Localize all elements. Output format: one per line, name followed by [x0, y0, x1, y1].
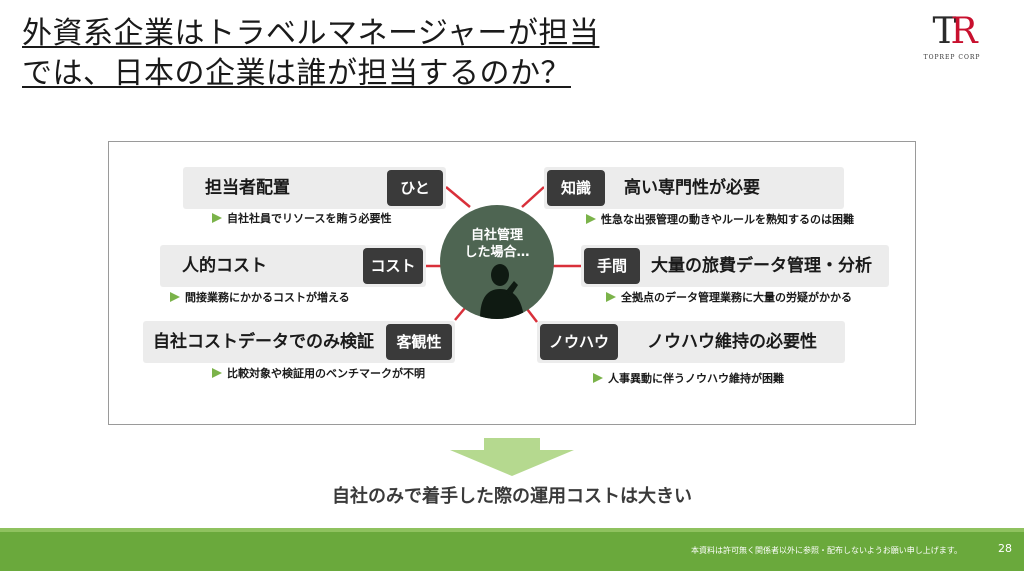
item-tag: コスト	[363, 248, 423, 284]
item-knowhow: ノウハウ ノウハウ維持の必要性	[537, 321, 845, 363]
item-note-jinteki-cost: 間接業務にかかるコストが増える	[170, 291, 350, 305]
item-chishiki: 知識 高い専門性が必要	[544, 167, 844, 209]
item-label: 担当者配置	[205, 178, 290, 198]
footer-highlight	[0, 528, 1024, 532]
page-number: 28	[998, 542, 1012, 555]
item-tag: ひと	[387, 170, 443, 206]
item-tag: 知識	[547, 170, 605, 206]
item-note-tema: 全拠点のデータ管理業務に大量の労疑がかかる	[606, 291, 852, 305]
item-tag: 客観性	[386, 324, 452, 360]
thinking-person-icon	[480, 264, 524, 319]
footer-disclaimer: 本資料は許可無く関係者以外に参照・配布しないようお願い申し上げます。	[690, 546, 962, 555]
item-tema: 手間 大量の旅費データ管理・分析	[581, 245, 889, 287]
item-label: 自社コストデータでのみ検証	[153, 332, 374, 352]
item-label: ノウハウ維持の必要性	[647, 332, 817, 352]
arrow-right-icon	[212, 368, 222, 378]
item-label: 高い専門性が必要	[624, 178, 760, 198]
item-label: 大量の旅費データ管理・分析	[651, 256, 872, 276]
footer-bar: 本資料は許可無く関係者以外に参照・配布しないようお願い申し上げます。 28	[0, 528, 1024, 571]
conclusion-text: 自社のみで着手した際の運用コストは大きい	[332, 486, 692, 507]
center-text-line-2: した場合…	[464, 245, 530, 260]
arrow-right-icon	[170, 292, 180, 302]
arrow-right-icon	[606, 292, 616, 302]
item-tag: 手間	[584, 248, 640, 284]
slide-title-line-2: では、日本の企業は誰が担当するのか？	[22, 56, 571, 91]
logo-caption: TOPREP CORP	[923, 54, 981, 61]
item-tag: ノウハウ	[540, 324, 618, 360]
arrow-right-icon	[593, 373, 603, 383]
company-logo: TR TOPREP CORP	[922, 12, 982, 72]
item-label: 人的コスト	[182, 256, 267, 276]
item-note-chishiki: 性急な出張管理の動きやルールを熟知するのは困難	[586, 213, 854, 227]
item-tanto-haichi: 担当者配置 ひと	[183, 167, 446, 209]
item-jinteki-cost: 人的コスト コスト	[160, 245, 426, 287]
item-jisha-cost-data: 自社コストデータでのみ検証 客観性	[143, 321, 455, 363]
slide-title-line-1: 外資系企業はトラベルマネージャーが担当	[22, 16, 600, 51]
arrow-right-icon	[212, 213, 222, 223]
item-note-tanto-haichi: 自社社員でリソースを賄う必要性	[212, 212, 391, 226]
connector-chishiki	[521, 186, 545, 208]
logo-mark: TR	[932, 11, 977, 52]
down-arrow-icon	[450, 438, 574, 476]
center-circle: 自社管理 した場合…	[440, 205, 554, 319]
arrow-right-icon	[586, 214, 596, 224]
center-text: 自社管理 した場合…	[440, 227, 554, 261]
center-text-line-1: 自社管理	[470, 228, 523, 243]
item-note-knowhow: 人事異動に伴うノウハウ維持が困難	[593, 372, 784, 386]
slide-title: 外資系企業はトラベルマネージャーが担当 では、日本の企業は誰が担当するのか？	[22, 14, 599, 94]
item-note-jisha-cost-data: 比較対象や検証用のベンチマークが不明	[212, 367, 425, 381]
connector-hito	[445, 186, 471, 208]
